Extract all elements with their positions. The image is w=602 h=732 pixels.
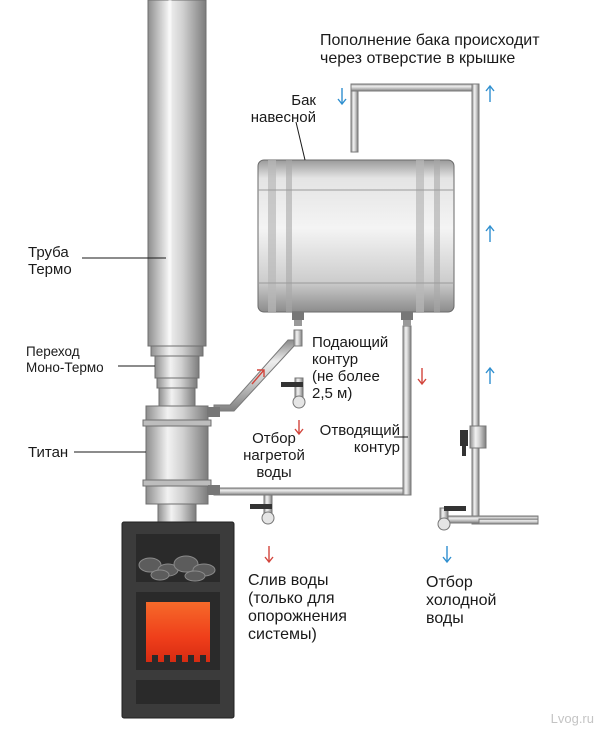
- label-return-circuit: Отводящий контур: [319, 422, 400, 456]
- label-titan: Титан: [28, 444, 69, 461]
- label-refill-note: Пополнение бака происходит через отверст…: [320, 32, 540, 67]
- valve-on-riser[interactable]: [460, 425, 487, 456]
- tank-outlets: [292, 312, 413, 326]
- watermark: Lvog.ru: [550, 711, 594, 726]
- cold-water-tap[interactable]: [437, 506, 466, 531]
- flow-arrows: [251, 84, 495, 564]
- label-supply-circuit: Подающий контур (не более 2,5 м): [312, 334, 389, 402]
- titan-heat-exchanger: [142, 405, 212, 523]
- piping: [213, 83, 539, 525]
- titan-fittings: [208, 407, 220, 495]
- hot-up-right-arrow-icon: [251, 369, 265, 385]
- drain-tap[interactable]: [250, 494, 275, 525]
- chimney-pipe: [147, 0, 207, 347]
- label-transition: Переход Моно-Термо: [26, 344, 104, 375]
- label-tank: Бак навесной: [250, 92, 316, 126]
- up-arrow-icon: [485, 84, 495, 384]
- hot-down-arrow-icon: [264, 368, 427, 564]
- stones: [138, 555, 216, 582]
- fire: [146, 602, 210, 662]
- label-cold-water: Отбор холодной воды: [426, 574, 497, 627]
- sauna-stove: [121, 521, 235, 719]
- leader-lines: [74, 121, 408, 453]
- hot-water-tap[interactable]: [281, 377, 306, 409]
- label-pipe-thermo: Труба Термо: [28, 244, 72, 278]
- mono-thermo-transition: [150, 345, 204, 407]
- label-drain: Слив воды (только для опорожнения систем…: [248, 572, 347, 643]
- label-hot-water-tap: Отбор нагретой воды: [243, 430, 305, 481]
- hanging-tank: [257, 159, 455, 313]
- down-arrow-icon: [337, 88, 452, 564]
